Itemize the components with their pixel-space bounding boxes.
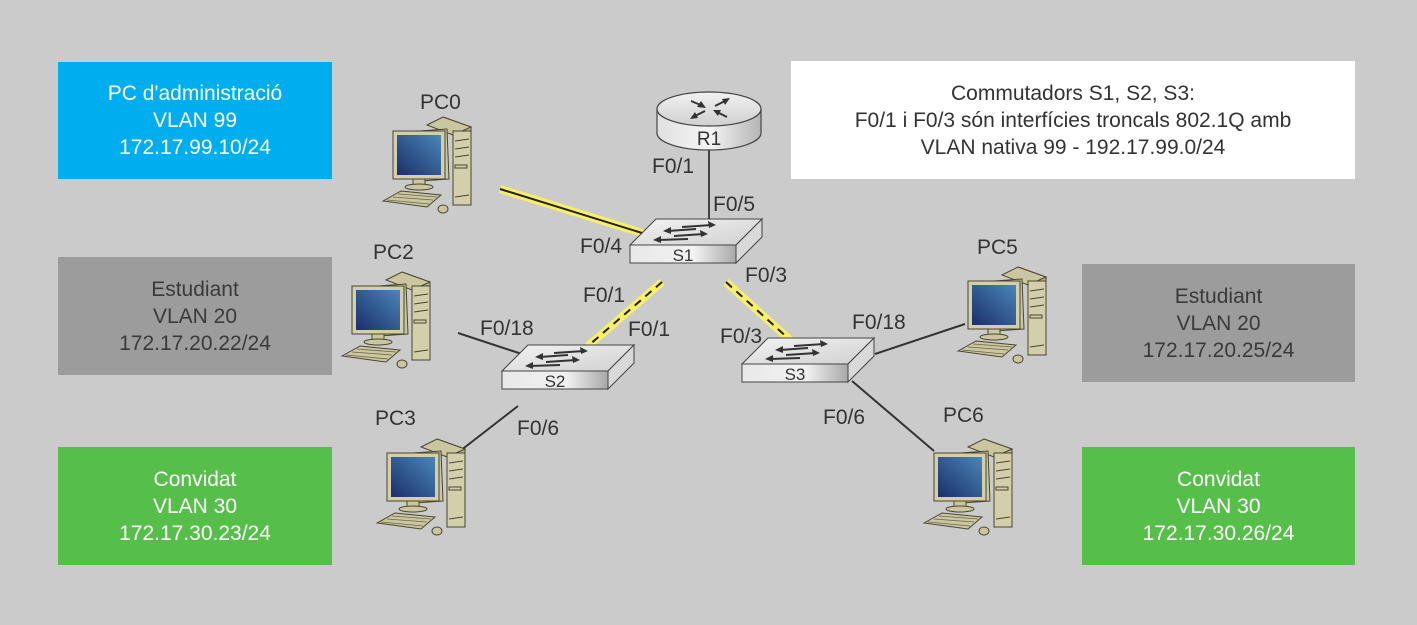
port-label-s1-f05: F0/5 (713, 193, 756, 216)
pc-icon (341, 271, 431, 369)
switch-s3[interactable]: S3 (741, 337, 875, 384)
pc-pc0[interactable] (382, 116, 472, 214)
student-left-title: Estudiant (151, 277, 239, 301)
port-label-s1-f03: F0/3 (745, 264, 788, 287)
port-label-s2-f06: F0/6 (517, 417, 560, 440)
student-right-ip: 172.17.20.25/24 (1142, 338, 1295, 362)
student-right-vlan-box: Estudiant VLAN 20 172.17.20.25/24 (1082, 264, 1355, 382)
pc0-label: PC0 (420, 91, 461, 114)
guest-left-vlan-box: Convidat VLAN 30 172.17.30.23/24 (58, 447, 332, 565)
link-pc5-s3 (874, 323, 966, 355)
student-left-vlan: VLAN 20 (152, 304, 238, 328)
link-pc6-s3 (851, 380, 935, 452)
pc-icon (376, 438, 466, 536)
admin-box-title: PC d'administració (107, 82, 283, 105)
switch-s1[interactable]: S1 (629, 218, 763, 265)
switch-icon (501, 344, 635, 390)
guest-right-vlan-box: Convidat VLAN 30 172.17.30.26/24 (1082, 447, 1355, 565)
guest-left-title: Convidat (153, 467, 237, 491)
port-label-s3-f018: F0/18 (852, 311, 906, 334)
pc-icon (382, 116, 472, 214)
pc6-label: PC6 (943, 404, 984, 427)
switch-icon (629, 218, 763, 264)
guest-right-title: Convidat (1177, 467, 1260, 491)
student-right-title: Estudiant (1174, 284, 1263, 308)
pc-icon (923, 438, 1013, 536)
pc-pc6[interactable] (923, 438, 1013, 536)
port-label-s1-f01: F0/1 (583, 284, 626, 307)
switch-s2-name: S2 (545, 372, 566, 391)
port-label-s2-f01: F0/1 (628, 318, 671, 341)
guest-right-ip: 172.17.30.26/24 (1142, 521, 1295, 545)
port-label-s2-f018: F0/18 (480, 317, 534, 340)
port-label-s3-f03: F0/3 (720, 325, 763, 348)
guest-right-vlan: VLAN 30 (1176, 494, 1261, 518)
port-label-s3-f06: F0/6 (823, 406, 866, 429)
trunk-s1-s2 (585, 278, 665, 350)
trunk-s1-s3 (723, 279, 793, 343)
pc-pc5[interactable] (957, 266, 1047, 364)
switch-s1-name: S1 (673, 246, 694, 265)
trunk-note-line-3: VLAN nativa 99 - 192.17.99.0/24 (920, 135, 1226, 159)
pc-pc2[interactable] (341, 271, 431, 369)
trunk-note-line-1: Commutadors S1, S2, S3: (951, 81, 1195, 105)
pc-icon (957, 266, 1047, 364)
student-left-ip: 172.17.20.22/24 (119, 331, 271, 355)
link-pc3-s2 (459, 405, 519, 452)
trunk-note-line-2: F0/1 i F0/3 són interfícies troncals 802… (854, 108, 1292, 132)
router-r1[interactable]: R1 (656, 91, 762, 151)
admin-box-ip: 172.17.99.10/24 (119, 136, 271, 159)
port-label-r1-f01: F0/1 (652, 155, 695, 178)
pc5-label: PC5 (977, 236, 1018, 259)
student-left-vlan-box: Estudiant VLAN 20 172.17.20.22/24 (58, 257, 332, 375)
pc3-label: PC3 (375, 407, 416, 430)
router-icon (690, 98, 730, 119)
admin-box-vlan: VLAN 99 (152, 109, 238, 132)
router-name: R1 (697, 129, 721, 150)
pc2-label: PC2 (373, 241, 414, 264)
trunk-note-box: Commutadors S1, S2, S3: F0/1 i F0/3 són … (791, 61, 1355, 179)
guest-left-vlan: VLAN 30 (152, 494, 238, 518)
link-pc0-s1 (498, 185, 657, 241)
student-right-vlan: VLAN 20 (1176, 311, 1261, 335)
switch-s2[interactable]: S2 (501, 344, 635, 391)
admin-vlan-box: PC d'administració VLAN 99 172.17.99.10/… (58, 62, 332, 179)
switch-s3-name: S3 (785, 365, 806, 384)
port-label-s1-f04: F0/4 (580, 235, 623, 258)
guest-left-ip: 172.17.30.23/24 (119, 521, 271, 545)
pc-pc3[interactable] (376, 438, 466, 536)
